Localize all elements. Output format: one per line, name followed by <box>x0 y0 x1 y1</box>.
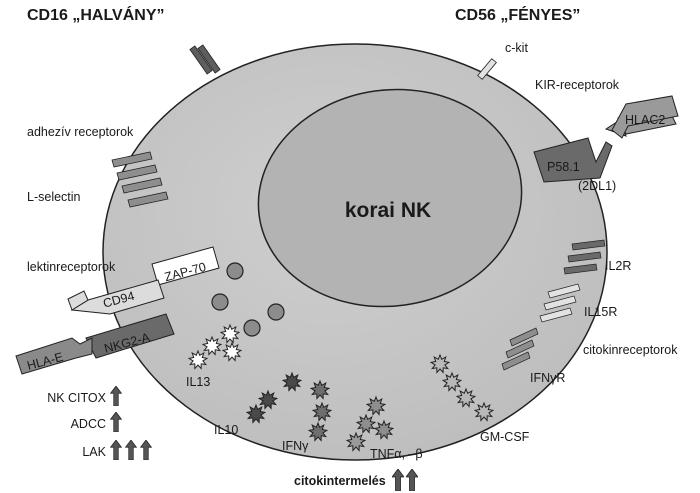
hlac2-ligand <box>604 95 679 139</box>
il15r-label: IL15R <box>584 305 617 319</box>
ckit-receptor <box>477 58 497 80</box>
il10-star <box>281 371 303 392</box>
hlae-ligand <box>15 337 93 375</box>
gmcsf-star <box>473 401 495 422</box>
cd94-receptor <box>67 279 165 315</box>
up-arrow-icon <box>110 386 122 406</box>
lselectin-label: L-selectin <box>27 190 81 204</box>
p58-label: P58.1 <box>547 160 580 174</box>
il10-label: IL10 <box>214 423 238 437</box>
zap70-box <box>151 246 220 286</box>
production-arrow-1 <box>392 469 404 491</box>
tnf-star <box>373 419 395 440</box>
il13-label: IL13 <box>186 375 210 389</box>
tnf-star <box>355 413 377 434</box>
production-label: citokintermelés <box>294 474 386 488</box>
tnf-star <box>345 431 367 452</box>
il10-star <box>257 389 279 410</box>
adhesion-receptor <box>111 151 169 208</box>
p58-receptor <box>533 137 613 183</box>
gmcsf-star <box>455 387 477 408</box>
up-arrow-icon <box>125 440 137 460</box>
nkg2a-receptor <box>85 313 175 359</box>
il2r-label: IL2R <box>605 259 631 273</box>
ckit-label: c-kit <box>505 41 528 55</box>
ifng-star <box>311 401 333 422</box>
granules <box>211 262 285 337</box>
cytokine-stars <box>187 323 495 452</box>
gmcsf-star <box>429 353 451 374</box>
gmcsf-star <box>441 371 463 392</box>
il13-star <box>221 341 243 362</box>
up-arrow-icon <box>110 440 122 460</box>
gmcsf-label: GM-CSF <box>480 430 530 444</box>
lectin-label: lektinreceptorok <box>27 260 116 274</box>
il10-star <box>245 403 267 424</box>
dl1-label: (2DL1) <box>578 179 616 193</box>
adhesion-label: adhezív receptorok <box>27 125 134 139</box>
function-label: NK CITOX <box>47 391 106 405</box>
header-left: CD16 „HALVÁNY” <box>27 5 165 24</box>
ifng-star <box>309 379 331 400</box>
ifngr-label: IFNγR <box>530 371 565 385</box>
function-label: LAK <box>82 445 106 459</box>
il13-star <box>187 349 209 370</box>
il2r-receptor <box>563 239 606 275</box>
kir-label: KIR-receptorok <box>535 78 620 92</box>
up-arrow-icon <box>140 440 152 460</box>
nucleus <box>257 88 523 308</box>
up-arrow-icon <box>110 412 122 432</box>
ifng-label: IFNγ <box>282 439 309 453</box>
nucleus-label: korai NK <box>345 199 431 222</box>
function-label: ADCC <box>71 417 106 431</box>
il15r-receptor <box>539 283 581 323</box>
functions-list: NK CITOX ADCC LAK <box>47 386 152 460</box>
tnf-star <box>365 395 387 416</box>
ifng-star <box>307 421 329 442</box>
production-arrow-2 <box>406 469 418 491</box>
ifngr-receptor <box>501 327 539 371</box>
top-left-receptor <box>189 44 221 75</box>
hlac2-label: HLAC2 <box>625 113 665 127</box>
il13-star <box>201 335 223 356</box>
tnf-label: TNFα, –β <box>370 447 423 461</box>
header-right: CD56 „FÉNYES” <box>455 5 580 24</box>
cytokine-receptors-label: citokinreceptorok <box>583 343 678 357</box>
il13-star <box>219 323 241 344</box>
